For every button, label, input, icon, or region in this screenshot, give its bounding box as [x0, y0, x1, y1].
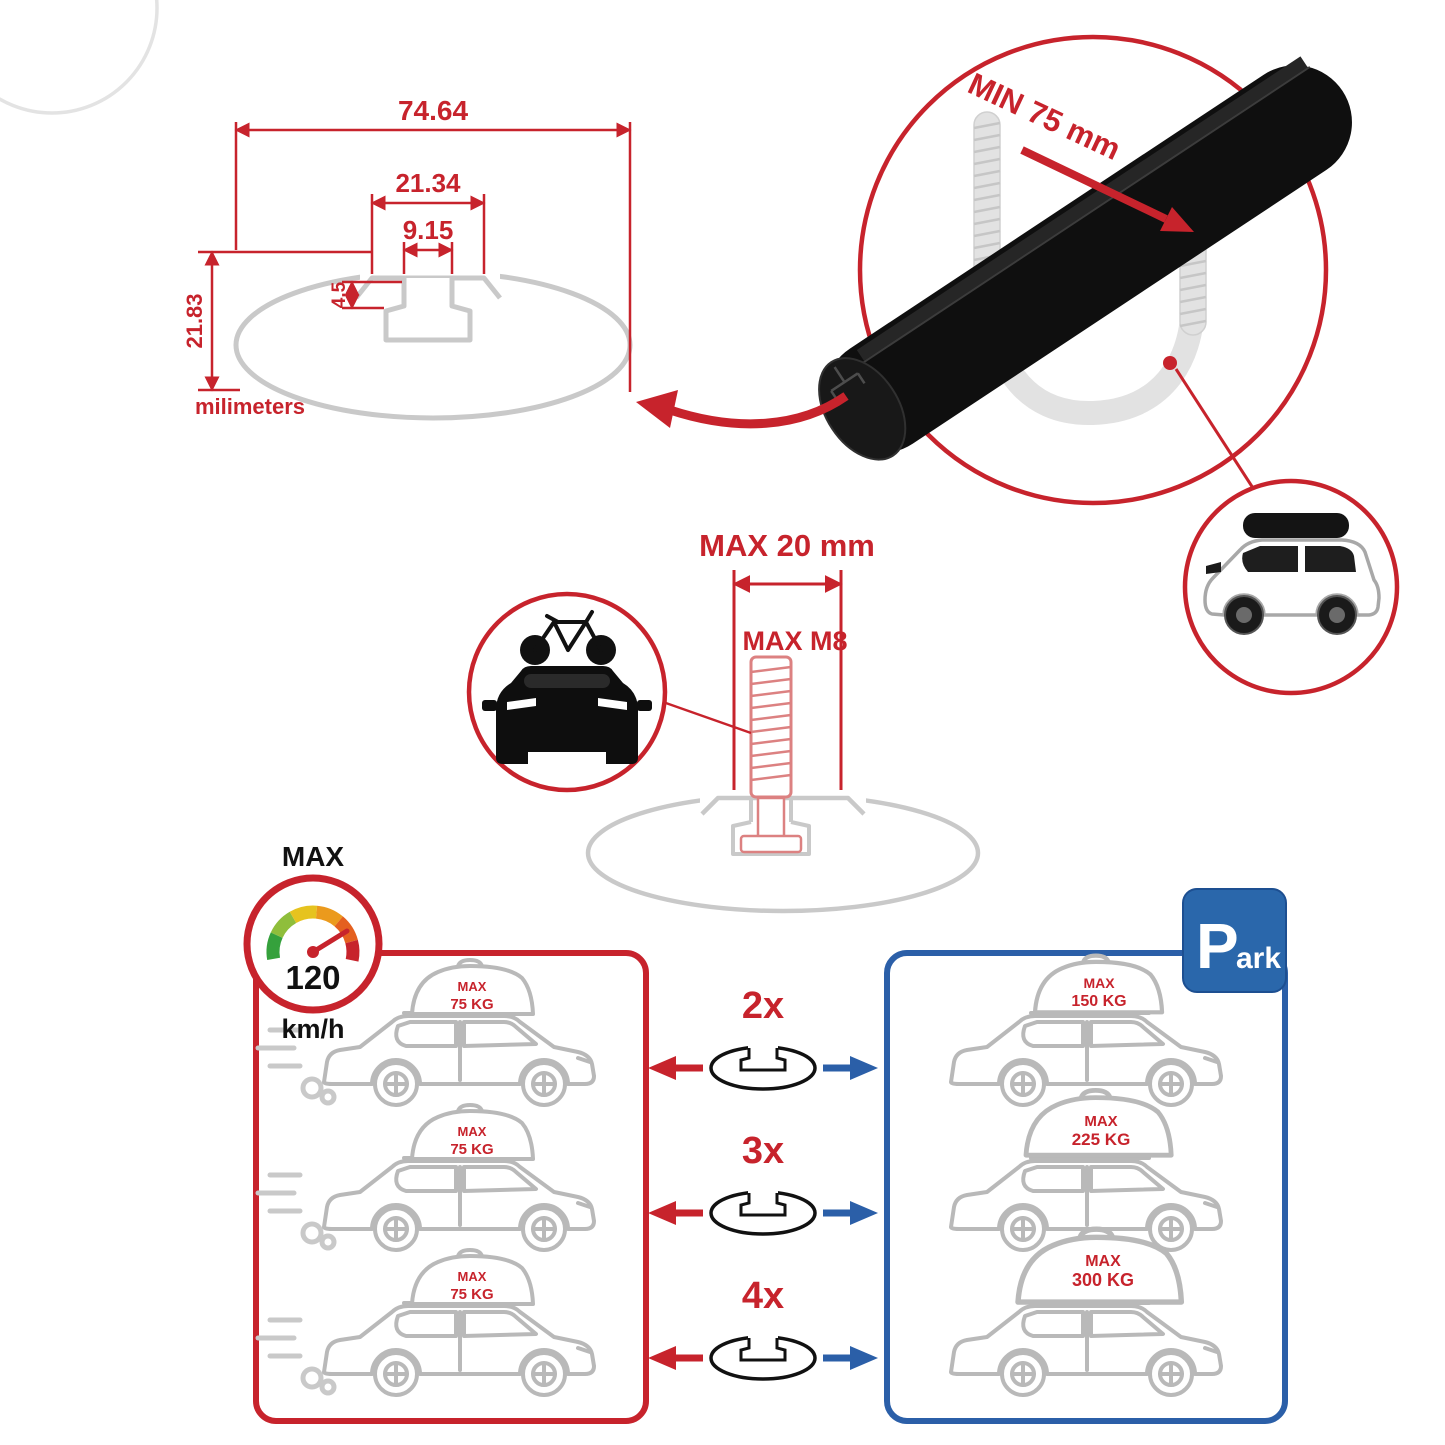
count-row-1: 2x: [742, 985, 784, 1027]
parked-load-value: 150 KG: [1071, 993, 1126, 1010]
dimension-total-width: 74.64: [398, 95, 468, 126]
crossbar-profile-icon: [233, 262, 633, 421]
parked-cars: MAX 150 KG MAX 225 KG MAX 300 KG: [949, 956, 1223, 1397]
arrow-left-head-row-1: [648, 1056, 676, 1080]
detail-circle: [857, 34, 1329, 506]
units-label: milimeters: [195, 394, 305, 419]
parked-load-value: 300 KG: [1072, 1270, 1134, 1290]
parked-load-label: MAX: [1083, 975, 1115, 991]
arrow-left-head-row-2: [648, 1201, 676, 1225]
moving-load-value: 75 KG: [450, 1286, 493, 1303]
count-row-2: 3x: [742, 1130, 784, 1172]
bolt-max-thread-label: MAX M8: [742, 626, 847, 656]
t-bolt-icon: [739, 655, 803, 854]
suv-with-roofbox-icon: [1203, 513, 1381, 635]
crossbar-count-column: 2x 3x 4x: [648, 985, 878, 1381]
dimension-lines: [198, 122, 632, 392]
clamp-callout-dot: [1163, 356, 1177, 370]
arrow-left-head-row-3: [648, 1346, 676, 1370]
count-row-3: 4x: [742, 1275, 784, 1317]
crossbar-section-icon: [709, 1043, 817, 1091]
clamp-min-arrow: [1020, 146, 1194, 232]
badge-connector-line: [662, 700, 752, 735]
callout-line: [1174, 368, 1264, 503]
bike-car-badge: [466, 591, 668, 793]
suv-roofbox-badge: [1182, 478, 1400, 696]
bicycle-icon: [520, 610, 616, 665]
arrow-right-head-row-3: [850, 1346, 878, 1370]
moving-load-label: MAX: [458, 1124, 487, 1139]
speedometer-gauge-icon: [266, 905, 360, 962]
bolt-spec-diagram: MAX 20 mm MAX M8: [466, 528, 981, 914]
dimension-total-height: 21.83: [182, 293, 207, 348]
speed-limit-units: km/h: [281, 1014, 344, 1044]
bolt-dimension-lines: [732, 570, 843, 790]
speedometer-circle: [243, 874, 383, 1014]
crossbar-section-icon: [709, 1333, 817, 1381]
speedometer-needle: [310, 928, 350, 955]
arrow-right-head-row-2: [850, 1201, 878, 1225]
speed-max-label: MAX: [282, 841, 345, 872]
crossbar-section-icon: [709, 1188, 817, 1236]
section-pointer-arrow: [636, 390, 849, 429]
park-sign-rest: ark: [1236, 942, 1281, 975]
arrow-right-head-row-1: [850, 1056, 878, 1080]
park-sign-letter: P: [1196, 910, 1239, 982]
park-sign: P ark: [1182, 888, 1287, 993]
speed-limit-badge: MAX 120 km/h: [243, 841, 383, 1044]
decorative-arc: [0, 0, 159, 115]
crossbar-3d-icon: [818, 56, 1352, 461]
speedometer-pivot: [307, 946, 319, 958]
parked-load-value: 225 KG: [1072, 1130, 1131, 1149]
moving-load-value: 75 KG: [450, 1141, 493, 1158]
load-comparison-section: P ark 2x 3x 4x: [243, 841, 1288, 1424]
crossbar-3d-detail: MIN 75 mm: [636, 34, 1400, 696]
dimension-step-depth: 4.5: [329, 281, 350, 308]
bolt-max-length-label: MAX 20 mm: [699, 528, 875, 563]
car-front-icon: [482, 666, 652, 764]
parked-load-label: MAX: [1084, 1113, 1117, 1130]
parked-load-label: MAX: [1085, 1253, 1121, 1270]
moving-load-value: 75 KG: [450, 996, 493, 1013]
moving-load-label: MAX: [458, 1269, 487, 1284]
dimension-channel-width: 21.34: [395, 168, 461, 198]
moving-load-label: MAX: [458, 979, 487, 994]
dimension-slot-width: 9.15: [403, 215, 454, 245]
speed-limit-value: 120: [285, 959, 340, 996]
driving-cars: MAX 75 KG MAX 75 KG MAX 75 KG: [258, 958, 596, 1397]
cross-section-dimension-diagram: 74.64 21.34 9.15 4.5 21.83 milimeters: [182, 95, 633, 421]
